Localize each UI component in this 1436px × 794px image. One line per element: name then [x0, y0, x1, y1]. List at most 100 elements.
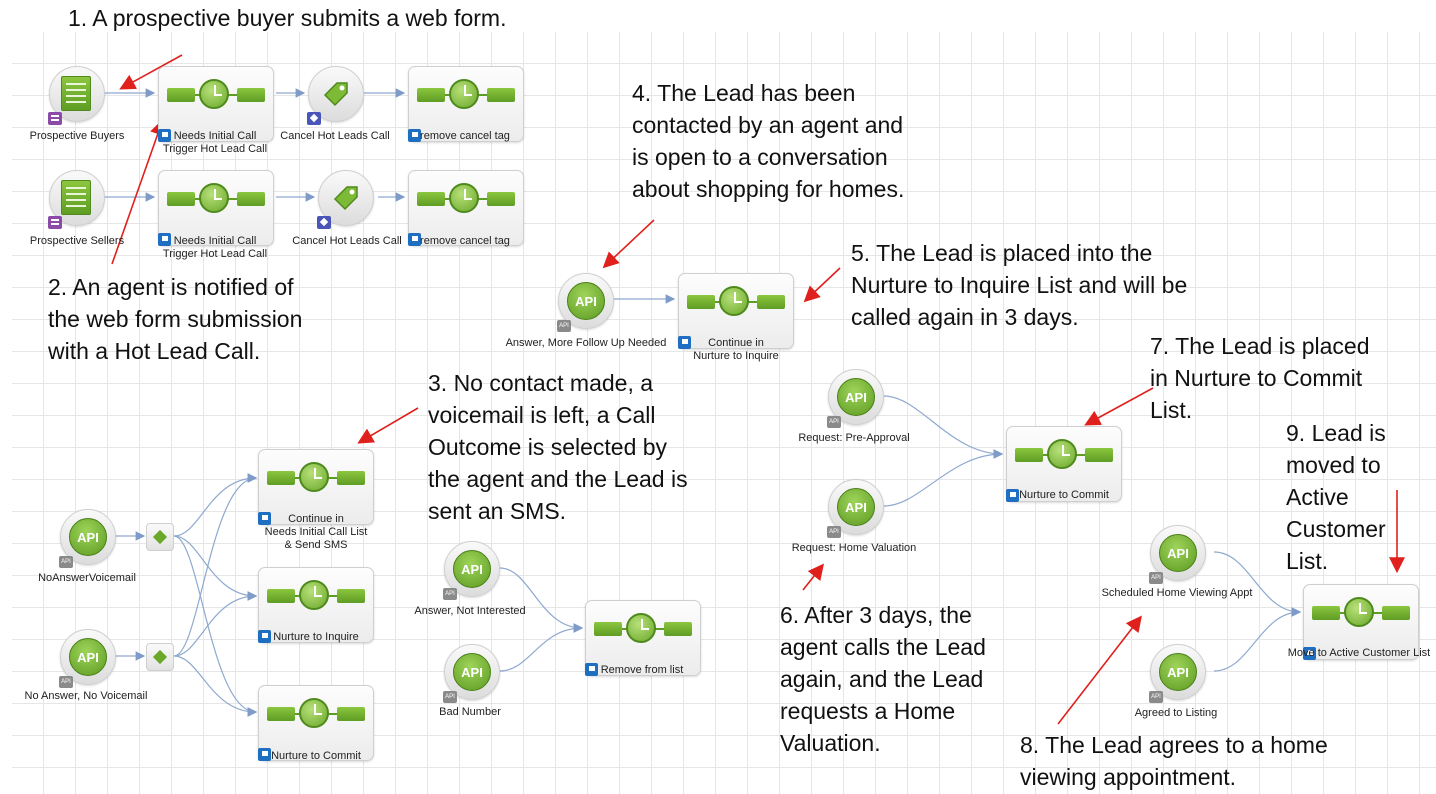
cancel-hot-leads-label-1: Cancel Hot Leads Call	[280, 130, 390, 142]
nurture-to-commit-label-b: Nurture to Commit	[1019, 489, 1109, 501]
annotation-arrow	[1057, 615, 1142, 725]
annotation-arrow	[119, 54, 183, 90]
prospective-sellers-label: Prospective Sellers	[29, 235, 125, 247]
tag-badge-icon	[307, 112, 321, 125]
api-badge-icon: API	[827, 416, 841, 428]
flag-icon	[258, 512, 271, 525]
flag-icon	[258, 748, 271, 761]
decision-diamond-2[interactable]	[146, 643, 174, 671]
web-form-icon	[48, 170, 105, 229]
annotation-arrow	[802, 563, 824, 591]
timer-icon	[199, 79, 229, 109]
connector	[499, 623, 584, 672]
timer-icon	[1344, 597, 1374, 627]
annotation-1: 1. A prospective buyer submits a web for…	[68, 5, 507, 31]
api-badge-icon: API	[443, 588, 457, 600]
annotation-arrow	[602, 219, 655, 269]
api-badge-icon: API	[557, 320, 571, 332]
annotation-arrow	[1084, 387, 1154, 426]
annotation-arrow	[111, 118, 166, 265]
api-icon: API	[1159, 653, 1197, 691]
remove-cancel-tag-node-1[interactable]	[408, 66, 524, 142]
nurture-to-inquire-label: Nurture to Inquire	[273, 631, 359, 643]
nurture-to-inquire-node[interactable]	[258, 567, 374, 643]
connector	[499, 567, 584, 633]
flag-icon	[258, 630, 271, 643]
connector	[1213, 551, 1302, 617]
form-badge-icon	[48, 112, 62, 125]
remove-from-list-node[interactable]	[585, 600, 701, 676]
connector	[173, 655, 258, 717]
remove-from-list-label: Remove from list	[600, 664, 684, 676]
decision-diamond-1[interactable]	[146, 523, 174, 551]
annotation-arrow	[357, 407, 419, 444]
api-icon: API	[453, 550, 491, 588]
prospective-buyers-label: Prospective Buyers	[29, 130, 125, 142]
api-badge-icon: API	[1149, 691, 1163, 703]
connector	[883, 449, 1004, 507]
move-active-customer-label: Move to Active Customer List	[1287, 647, 1431, 659]
api-icon: API	[453, 653, 491, 691]
api-icon: API	[567, 282, 605, 320]
web-form-icon	[48, 66, 105, 125]
agreed-to-listing-label: Agreed to Listing	[1134, 707, 1218, 719]
request-pre-approval-label: Request: Pre-Approval	[798, 432, 910, 444]
timer-icon	[199, 183, 229, 213]
connector	[173, 591, 258, 657]
diamond-icon	[152, 529, 168, 545]
connector	[173, 473, 258, 537]
api-badge-icon: API	[59, 556, 73, 568]
timer-icon	[299, 462, 329, 492]
remove-cancel-tag-label-1: remove cancel tag	[420, 130, 510, 142]
answer-more-follow-up-label: Answer, More Follow Up Needed	[505, 337, 667, 349]
timer-icon	[719, 286, 749, 316]
tag-badge-icon	[317, 216, 331, 229]
flag-icon	[1006, 489, 1019, 502]
no-answer-no-voicemail-label: No Answer, No Voicemail	[24, 690, 148, 702]
needs-initial-call-node-1[interactable]	[158, 66, 274, 142]
connector	[1213, 607, 1302, 672]
diamond-icon	[152, 649, 168, 665]
continue-needs-initial-call-node[interactable]	[258, 449, 374, 525]
timer-icon	[299, 698, 329, 728]
continue-nurture-inquire-node[interactable]	[678, 273, 794, 349]
move-active-customer-node[interactable]	[1303, 584, 1419, 660]
answer-not-interested-label: Answer, Not Interested	[414, 605, 526, 617]
tag-icon	[307, 66, 364, 125]
flag-icon	[408, 233, 421, 246]
tag-icon	[317, 170, 374, 229]
flag-icon	[585, 663, 598, 676]
flag-icon	[158, 233, 171, 246]
nurture-to-commit-node-a[interactable]	[258, 685, 374, 761]
no-answer-voicemail-label: NoAnswerVoicemail	[38, 572, 136, 584]
timer-icon	[299, 580, 329, 610]
cancel-hot-leads-label-2: Cancel Hot Leads Call	[292, 235, 402, 247]
api-icon: API	[1159, 534, 1197, 572]
api-icon: API	[837, 488, 875, 526]
api-badge-icon: API	[59, 676, 73, 688]
remove-cancel-tag-label-2: remove cancel tag	[420, 235, 510, 247]
connector	[883, 395, 1004, 459]
flag-icon	[158, 129, 171, 142]
bad-number-label: Bad Number	[439, 706, 501, 718]
scheduled-home-viewing-label: Scheduled Home Viewing Appt	[1101, 587, 1253, 599]
api-icon: API	[69, 638, 107, 676]
needs-initial-call-node-2[interactable]	[158, 170, 274, 246]
nurture-to-commit-node-b[interactable]	[1006, 426, 1122, 502]
annotation-arrow	[803, 267, 841, 303]
remove-cancel-tag-node-2[interactable]	[408, 170, 524, 246]
api-badge-icon: API	[443, 691, 457, 703]
api-badge-icon: API	[827, 526, 841, 538]
